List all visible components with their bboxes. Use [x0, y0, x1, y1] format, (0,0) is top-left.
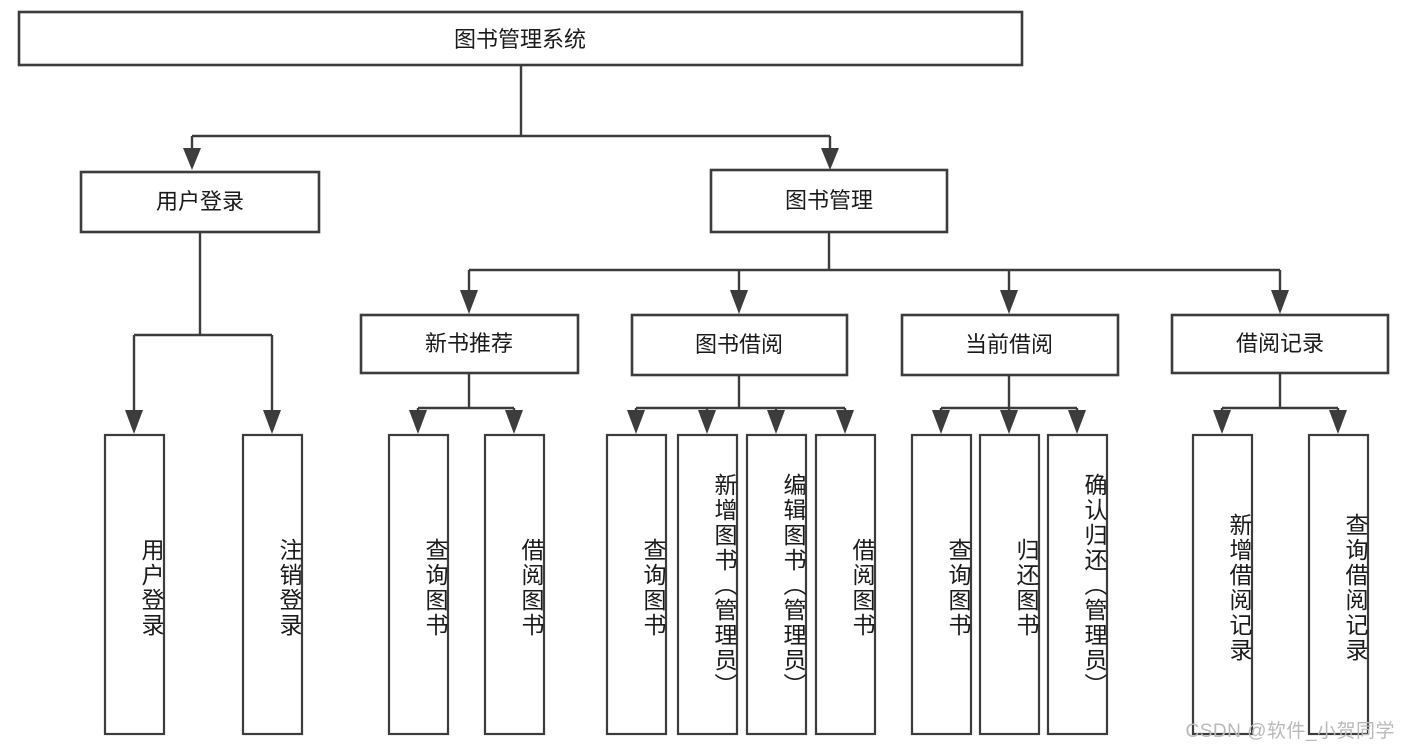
node-user-login[interactable] [79, 170, 321, 234]
node-book-borrow-label: 图书借阅 [695, 332, 783, 357]
arrow-leaf-borrow-book-1 [505, 410, 523, 434]
node-book-manage[interactable] [709, 168, 949, 234]
leafbox-leaf-edit-book[interactable] [745, 433, 808, 736]
arrow-new-book-recommend [460, 290, 478, 314]
node-book-manage-label: 图书管理 [785, 188, 873, 213]
arrow-leaf-borrow-book-2 [836, 410, 854, 434]
node-boxes: 图书管理系统 用户登录 图书管理 新书推荐 图书借阅 当前借阅 借阅记录 [17, 10, 1390, 736]
node-book-borrow[interactable] [630, 313, 849, 377]
leafbox-leaf-add-book[interactable] [676, 433, 739, 736]
arrow-leaf-logout [263, 410, 281, 434]
arrow-current-borrow [1000, 290, 1018, 314]
leafbox-leaf-borrow-book-2[interactable] [814, 433, 877, 736]
leafbox-leaf-return-book[interactable] [978, 433, 1041, 736]
arrow-leaf-query-book-2 [627, 410, 645, 434]
arrow-leaf-add-record [1213, 410, 1231, 434]
node-user-login-label: 用户登录 [156, 189, 244, 214]
leafbox-leaf-confirm-return[interactable] [1046, 433, 1109, 736]
arrow-leaf-query-book-1 [409, 410, 427, 434]
leafbox-leaf-add-record[interactable] [1191, 433, 1254, 736]
node-current-borrow[interactable] [900, 313, 1120, 377]
node-borrow-record[interactable] [1170, 313, 1390, 375]
arrow-leaf-query-book-3 [932, 410, 950, 434]
leafbox-leaf-query-book-1[interactable] [387, 433, 450, 736]
arrow-user-login [183, 148, 201, 170]
node-borrow-record-label: 借阅记录 [1236, 331, 1324, 356]
arrow-leaf-edit-book [767, 410, 785, 434]
arrow-leaf-add-book [698, 410, 716, 434]
leafbox-leaf-user-login[interactable] [103, 433, 166, 736]
leafbox-leaf-query-book-3[interactable] [910, 433, 973, 736]
watermark: CSDN @软件_小贺同学 [1185, 721, 1395, 742]
node-current-borrow-label: 当前借阅 [965, 332, 1053, 357]
connectors [125, 65, 1347, 434]
node-new-book-recommend[interactable] [359, 313, 580, 375]
node-root-label: 图书管理系统 [454, 27, 586, 52]
arrow-leaf-confirm-return [1068, 410, 1086, 434]
leafbox-leaf-query-record[interactable] [1307, 433, 1370, 736]
arrow-book-manage [821, 148, 839, 170]
leafbox-leaf-logout[interactable] [241, 433, 304, 736]
leafbox-leaf-borrow-book-1[interactable] [483, 433, 546, 736]
node-new-book-recommend-label: 新书推荐 [425, 331, 513, 356]
arrow-book-borrow [730, 290, 748, 314]
leafbox-leaf-query-book-2[interactable] [605, 433, 668, 736]
arrow-leaf-return-book [1000, 410, 1018, 434]
node-root[interactable] [17, 10, 1024, 67]
arrow-leaf-query-record [1329, 410, 1347, 434]
arrow-leaf-user-login [125, 410, 143, 434]
arrow-borrow-record [1271, 290, 1289, 314]
